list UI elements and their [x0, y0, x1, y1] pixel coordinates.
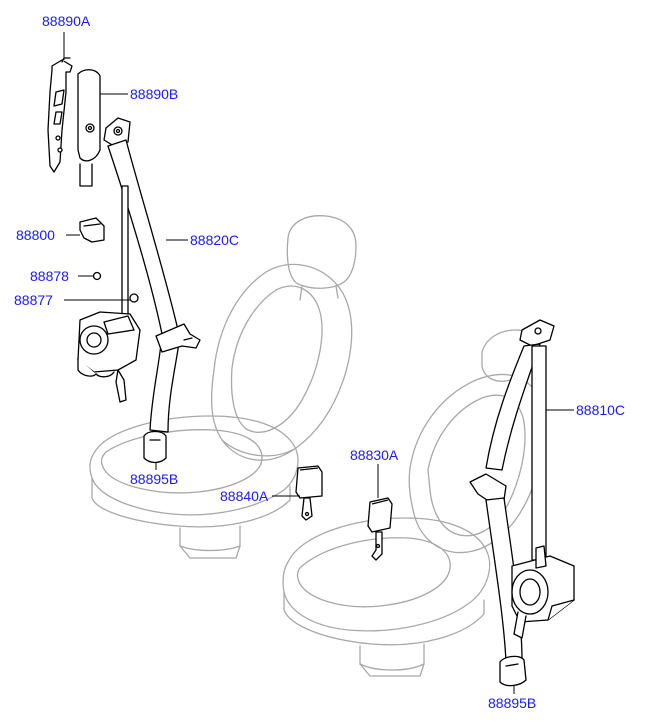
belt-88820C[interactable]	[47, 57, 201, 464]
part-labels: 88890A 88890B 88800 88878 88877 88820C 8…	[14, 13, 625, 711]
belt-88810C[interactable]	[469, 319, 575, 687]
label-88830A[interactable]: 88830A	[350, 447, 399, 463]
label-88895B-right[interactable]: 88895B	[488, 695, 536, 711]
leader-lines	[63, 32, 574, 694]
label-88820C[interactable]: 88820C	[190, 232, 239, 248]
label-88895B-left[interactable]: 88895B	[130, 471, 178, 487]
label-88800[interactable]: 88800	[16, 227, 55, 243]
label-88890B[interactable]: 88890B	[130, 86, 178, 102]
buckle-88830A[interactable]	[367, 497, 393, 561]
label-88877[interactable]: 88877	[14, 292, 53, 308]
label-88810C[interactable]: 88810C	[576, 402, 625, 418]
label-88840A[interactable]: 88840A	[220, 488, 269, 504]
label-88878[interactable]: 88878	[30, 268, 69, 284]
left-seat	[89, 215, 357, 559]
label-88890A[interactable]: 88890A	[42, 13, 91, 29]
right-seat	[282, 329, 545, 677]
buckle-88840A[interactable]	[295, 465, 323, 521]
